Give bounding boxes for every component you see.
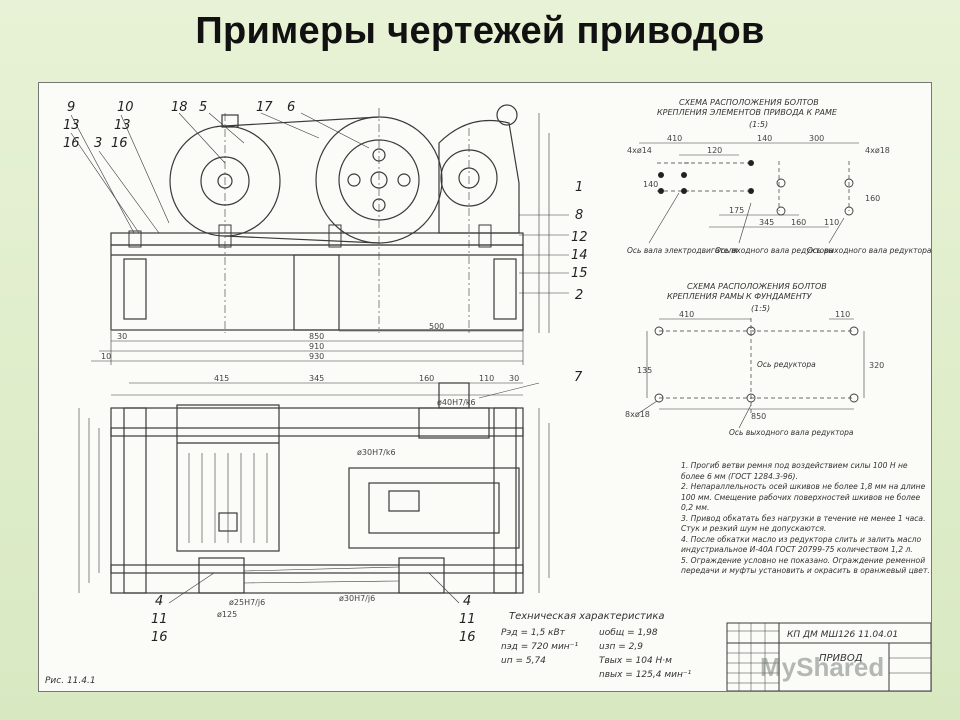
callout-16d: 16: [459, 630, 476, 645]
dim-s1-175: 175: [729, 206, 744, 215]
dim-s1-160v: 160: [865, 194, 880, 203]
dim-10: 10: [101, 352, 111, 361]
callout-13a: 13: [63, 118, 80, 133]
stamp-name: ПРИВОД: [819, 653, 863, 664]
callout-13b: 13: [114, 118, 131, 133]
dim-345: 345: [309, 374, 324, 383]
reducer-side: [438, 119, 520, 234]
callout-12: 12: [571, 230, 588, 245]
slide-title: Примеры чертежей приводов: [195, 10, 765, 52]
title-block: [726, 622, 931, 691]
callout-17: 17: [256, 100, 273, 115]
dim-s2-135: 135: [637, 366, 652, 375]
dim-s1-110: 110: [824, 218, 839, 227]
scheme-foundation-bolts: [659, 318, 854, 413]
dim-s1-140: 140: [757, 134, 772, 143]
dim-30b: 30: [509, 374, 519, 383]
dim-s2-320: 320: [869, 361, 884, 370]
scheme-bottom-scale: (1:5): [751, 304, 770, 313]
scheme-top-title-2: КРЕПЛЕНИЯ ЭЛЕМЕНТОВ ПРИВОДА К РАМЕ: [657, 108, 838, 117]
callout-16a: 16: [63, 136, 80, 151]
spec-speed: nэд = 720 мин⁻¹: [501, 642, 578, 652]
callout-2: 2: [575, 288, 583, 303]
axis-reducer: Ось редуктора: [757, 360, 816, 369]
frame-side-view: [110, 244, 524, 331]
note-2: 2. Непараллельность осей шкивов не более…: [681, 482, 926, 512]
dim-s2-110: 110: [835, 310, 850, 319]
spec-ratio-total: uобщ = 1,98: [599, 628, 658, 638]
callout-16b: 16: [111, 136, 128, 151]
callout-3: 3: [94, 136, 102, 151]
spec-ratio-belt: uп = 5,74: [501, 656, 546, 666]
callout-8: 8: [575, 208, 583, 223]
axis-input: Ось входного вала редуктора: [715, 246, 834, 255]
callout-1: 1: [575, 180, 583, 195]
spec-torque: Tвых = 104 Н·м: [599, 656, 672, 666]
callout-18: 18: [171, 100, 188, 115]
technical-drawing: 9 13 16 3 16 10 13 18 5 17 6 1 8 12 14 1…: [45, 98, 931, 691]
axis-output: Ось выходного вала редуктора: [807, 246, 931, 255]
scheme-bottom-title-2: КРЕПЛЕНИЯ РАМЫ К ФУНДАМЕНТУ: [667, 292, 813, 301]
callout-5: 5: [199, 100, 207, 115]
dim-fit-40: ø40H7/k6: [437, 398, 476, 407]
axis-motor: Ось вала электродвигателя: [627, 246, 738, 255]
scheme-bottom-title-1: СХЕМА РАСПОЛОЖЕНИЯ БОЛТОВ: [687, 282, 827, 291]
dim-s1-160: 160: [791, 218, 806, 227]
motor-plan: [176, 404, 280, 552]
spec-ratio-gear: uзп = 2,9: [599, 642, 643, 652]
dim-s1-140v: 140: [643, 180, 658, 189]
watermark: MyShared: [760, 652, 885, 682]
dim-415: 415: [214, 374, 229, 383]
dim-fit-25: ø25H7/j6: [229, 598, 265, 607]
dim-s2-410: 410: [679, 310, 694, 319]
note-1: 1. Прогиб ветви ремня под воздействием с…: [681, 461, 908, 481]
dim-110: 110: [479, 374, 494, 383]
figure-caption: Рис. 11.4.1: [45, 676, 96, 686]
callout-10: 10: [117, 100, 134, 115]
dim-d125: ø125: [217, 610, 237, 619]
callout-11b: 11: [459, 612, 476, 627]
stamp-code: КП ДМ МШ126 11.04.01: [787, 630, 898, 640]
dim-850: 850: [309, 332, 324, 341]
dim-s1-120: 120: [707, 146, 722, 155]
callout-4a: 4: [155, 594, 163, 609]
spec-power: Pэд = 1,5 кВт: [501, 628, 566, 638]
specs-title: Техническая характеристика: [509, 611, 665, 622]
callout-16c: 16: [151, 630, 168, 645]
dim-s1-345: 345: [759, 218, 774, 227]
note-4: 4. После обкатки масло из редуктора слит…: [681, 534, 922, 555]
dim-910: 910: [309, 342, 324, 351]
dim-s1-410: 410: [667, 134, 682, 143]
dim-s1-4x14: 4хø14: [627, 146, 652, 155]
dim-500: 500: [429, 322, 444, 331]
drawing-sheet: 9 13 16 3 16 10 13 18 5 17 6 1 8 12 14 1…: [38, 82, 932, 692]
scheme-frame-bolts: [657, 161, 850, 211]
dim-s1-300: 300: [809, 134, 824, 143]
scheme-top-title-1: СХЕМА РАСПОЛОЖЕНИЯ БОЛТОВ: [679, 98, 819, 107]
dim-s1-4x18: 4хø18: [865, 146, 890, 155]
dim-30: 30: [117, 332, 127, 341]
note-3: 3. Привод обкатать без нагрузки в течени…: [681, 513, 926, 534]
callout-4b: 4: [463, 594, 471, 609]
notes-block: 1. Прогиб ветви ремня под воздействием с…: [681, 461, 930, 576]
note-5: 5. Ограждение условно не показано. Ограж…: [681, 555, 930, 576]
spec-out-speed: nвых = 125,4 мин⁻¹: [599, 670, 692, 680]
dim-s2-8x18: 8хø18: [625, 410, 650, 419]
axis-output-2: Ось выходного вала редуктора: [729, 428, 854, 437]
callout-7: 7: [574, 370, 583, 385]
dim-fit-30a: ø30H7/k6: [357, 448, 396, 457]
frame-plan-view: [110, 407, 524, 594]
callout-6: 6: [287, 100, 295, 115]
dim-160: 160: [419, 374, 434, 383]
reducer-plan: [348, 467, 520, 549]
callout-15: 15: [571, 266, 588, 281]
dim-930: 930: [309, 352, 324, 361]
dim-s2-850: 850: [751, 412, 766, 421]
dim-fit-30b: ø30H7/j6: [339, 594, 375, 603]
callout-9: 9: [67, 100, 75, 115]
scheme-top-scale: (1:5): [749, 120, 768, 129]
callout-11a: 11: [151, 612, 168, 627]
callout-14: 14: [571, 248, 588, 263]
